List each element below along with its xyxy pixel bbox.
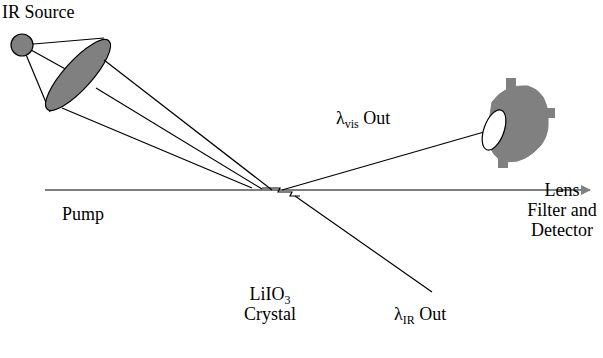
detector [477, 78, 555, 168]
ir-source-lamp [11, 34, 33, 56]
detector-label: Lens Filter and Detector [527, 180, 597, 240]
beam-label: Pump [62, 204, 104, 224]
condenser-lens [37, 31, 119, 118]
ir-output-beam [295, 196, 432, 292]
output-label: λvis Out [336, 108, 390, 128]
source-label: IR Source [2, 2, 74, 22]
lilo3-crystal [262, 188, 300, 196]
output-label: λIR Out [394, 304, 446, 324]
visible-output-beam [282, 132, 484, 190]
pump-beam [45, 189, 590, 190]
crystal-label: LiIO3 Crystal [244, 284, 296, 324]
converging-rays [62, 60, 272, 190]
